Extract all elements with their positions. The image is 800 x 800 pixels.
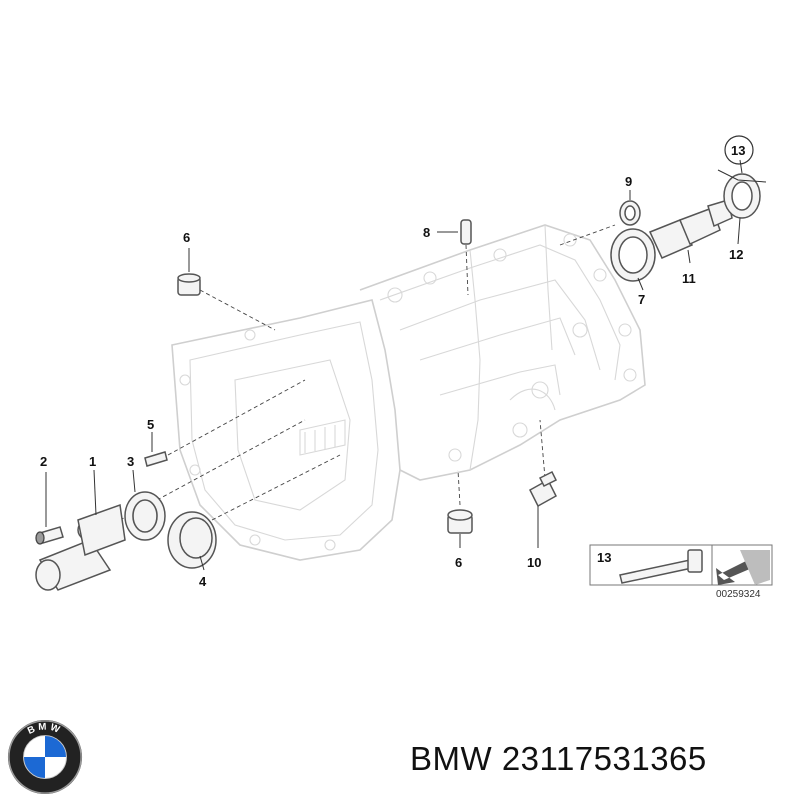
callout-5: 5 bbox=[147, 417, 154, 432]
callout-12: 12 bbox=[729, 247, 743, 262]
dowel-5 bbox=[144, 451, 168, 467]
inset-reference-number: 00259324 bbox=[716, 589, 761, 600]
ring-9 bbox=[619, 200, 641, 226]
inset-bolt-13: 13 00259324 bbox=[589, 544, 773, 600]
callout-labels: 6 8 9 13 11 12 7 5 2 1 3 4 6 10 bbox=[40, 143, 745, 589]
callout-6-top: 6 bbox=[183, 230, 190, 245]
callout-6-bottom: 6 bbox=[455, 555, 462, 570]
callout-10: 10 bbox=[527, 555, 541, 570]
radial-seal-7 bbox=[610, 228, 656, 282]
part-caption: BMW 23117531365 bbox=[410, 740, 707, 778]
callout-1: 1 bbox=[89, 454, 96, 469]
plug-bottom bbox=[447, 509, 473, 534]
shaft-seal-4 bbox=[167, 511, 217, 569]
svg-text:BMW: BMW bbox=[26, 722, 64, 737]
bolt-2 bbox=[35, 526, 64, 545]
caption-part-number: 23117531365 bbox=[501, 740, 707, 777]
inset-label-13: 13 bbox=[597, 550, 611, 565]
callout-8: 8 bbox=[423, 225, 430, 240]
plug-top bbox=[177, 273, 201, 296]
callout-3: 3 bbox=[127, 454, 134, 469]
callout-4: 4 bbox=[199, 574, 207, 589]
callout-2: 2 bbox=[40, 454, 47, 469]
collar-12 bbox=[723, 173, 761, 219]
seal-ring-3 bbox=[124, 491, 166, 541]
callout-9: 9 bbox=[625, 174, 632, 189]
leader-lines bbox=[45, 159, 767, 571]
callout-13-circle bbox=[724, 135, 754, 165]
callout-13: 13 bbox=[731, 143, 745, 158]
sensor-10 bbox=[529, 470, 558, 508]
callout-7: 7 bbox=[638, 292, 645, 307]
arrow-icon bbox=[716, 560, 752, 585]
callout-11: 11 bbox=[682, 271, 696, 286]
assembly-lines bbox=[119, 224, 681, 521]
bmw-logo-icon: BMW bbox=[7, 719, 83, 795]
gearbox-housing bbox=[171, 224, 646, 561]
pin-8 bbox=[460, 219, 472, 245]
guide-sleeve-1 bbox=[35, 503, 126, 591]
output-shaft-11 bbox=[648, 199, 733, 259]
caption-brand: BMW bbox=[410, 740, 493, 777]
